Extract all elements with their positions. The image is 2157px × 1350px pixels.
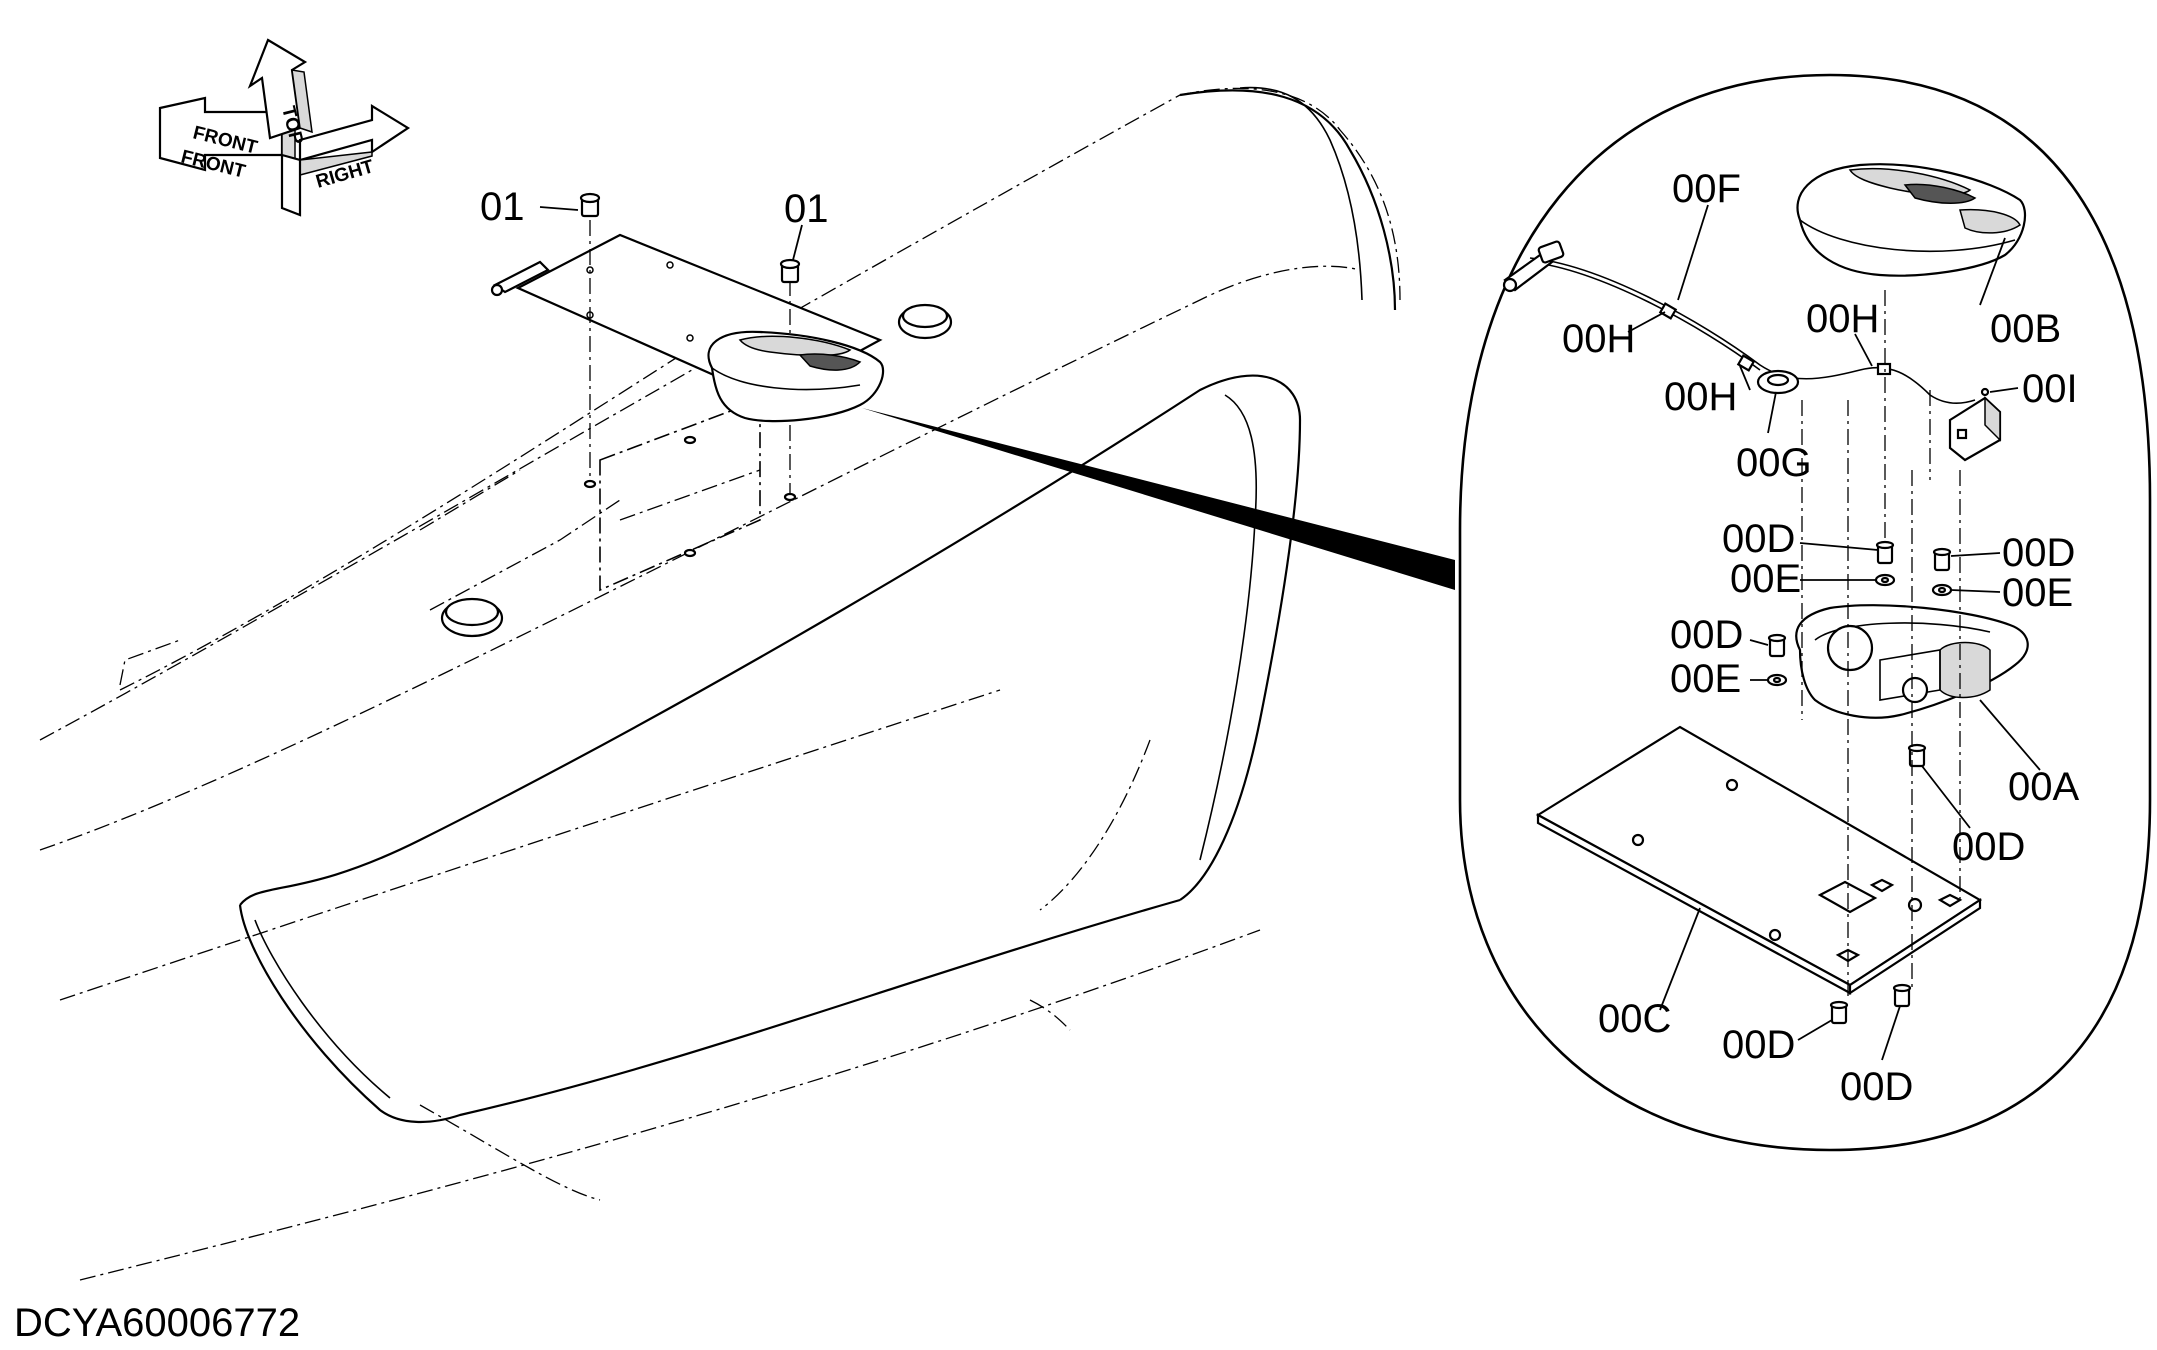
- callout-00I: 00I: [2022, 367, 2078, 411]
- grommet-icon: [1756, 369, 1800, 395]
- callout-01-left: 01: [480, 185, 525, 229]
- callout-00E-2: 00E: [2002, 571, 2073, 615]
- callout-00D-5: 00D: [1722, 1023, 1795, 1067]
- left-assembly: 01 01: [480, 185, 885, 558]
- bolt-left-icon: [579, 192, 601, 218]
- callout-00F: 00F: [1672, 167, 1741, 211]
- callout-00C: 00C: [1598, 997, 1671, 1041]
- drawing-number: DCYA60006772: [14, 1301, 300, 1345]
- lamp-icon: [707, 330, 885, 423]
- callout-00D-6: 00D: [1840, 1065, 1913, 1109]
- callout-00B: 00B: [1990, 307, 2061, 351]
- callout-00A: 00A: [2008, 765, 2079, 809]
- callout-00D-1: 00D: [1722, 517, 1795, 561]
- callout-00H-3: 00H: [1664, 375, 1737, 419]
- lens-cover-icon: [1796, 163, 2027, 277]
- bolt-right-icon: [779, 258, 801, 284]
- connector-icon: [1948, 387, 2002, 462]
- cab-roof: [39, 86, 1401, 1281]
- callout-00G: 00G: [1736, 441, 1812, 485]
- callout-00D-3: 00D: [1670, 613, 1743, 657]
- callout-00D-2: 00D: [2002, 531, 2075, 575]
- callout-00H-2: 00H: [1806, 297, 1879, 341]
- detail-view: 00F 00H 00H 00H 00G 00B 00I 00D 00E 00D …: [1458, 73, 2152, 1152]
- callout-00D-4: 00D: [1952, 825, 2025, 869]
- callout-00H-1: 00H: [1562, 317, 1635, 361]
- callout-00E-1: 00E: [1730, 557, 1801, 601]
- callout-00E-3: 00E: [1670, 657, 1741, 701]
- callout-01-right: 01: [784, 187, 829, 231]
- lamp-housing-icon: [1795, 604, 2029, 719]
- detail-pointer: [862, 408, 1455, 590]
- orientation-arrows: FRONT FRONT TOP RIGHT: [158, 38, 411, 217]
- screws-icon: [1767, 540, 1952, 1025]
